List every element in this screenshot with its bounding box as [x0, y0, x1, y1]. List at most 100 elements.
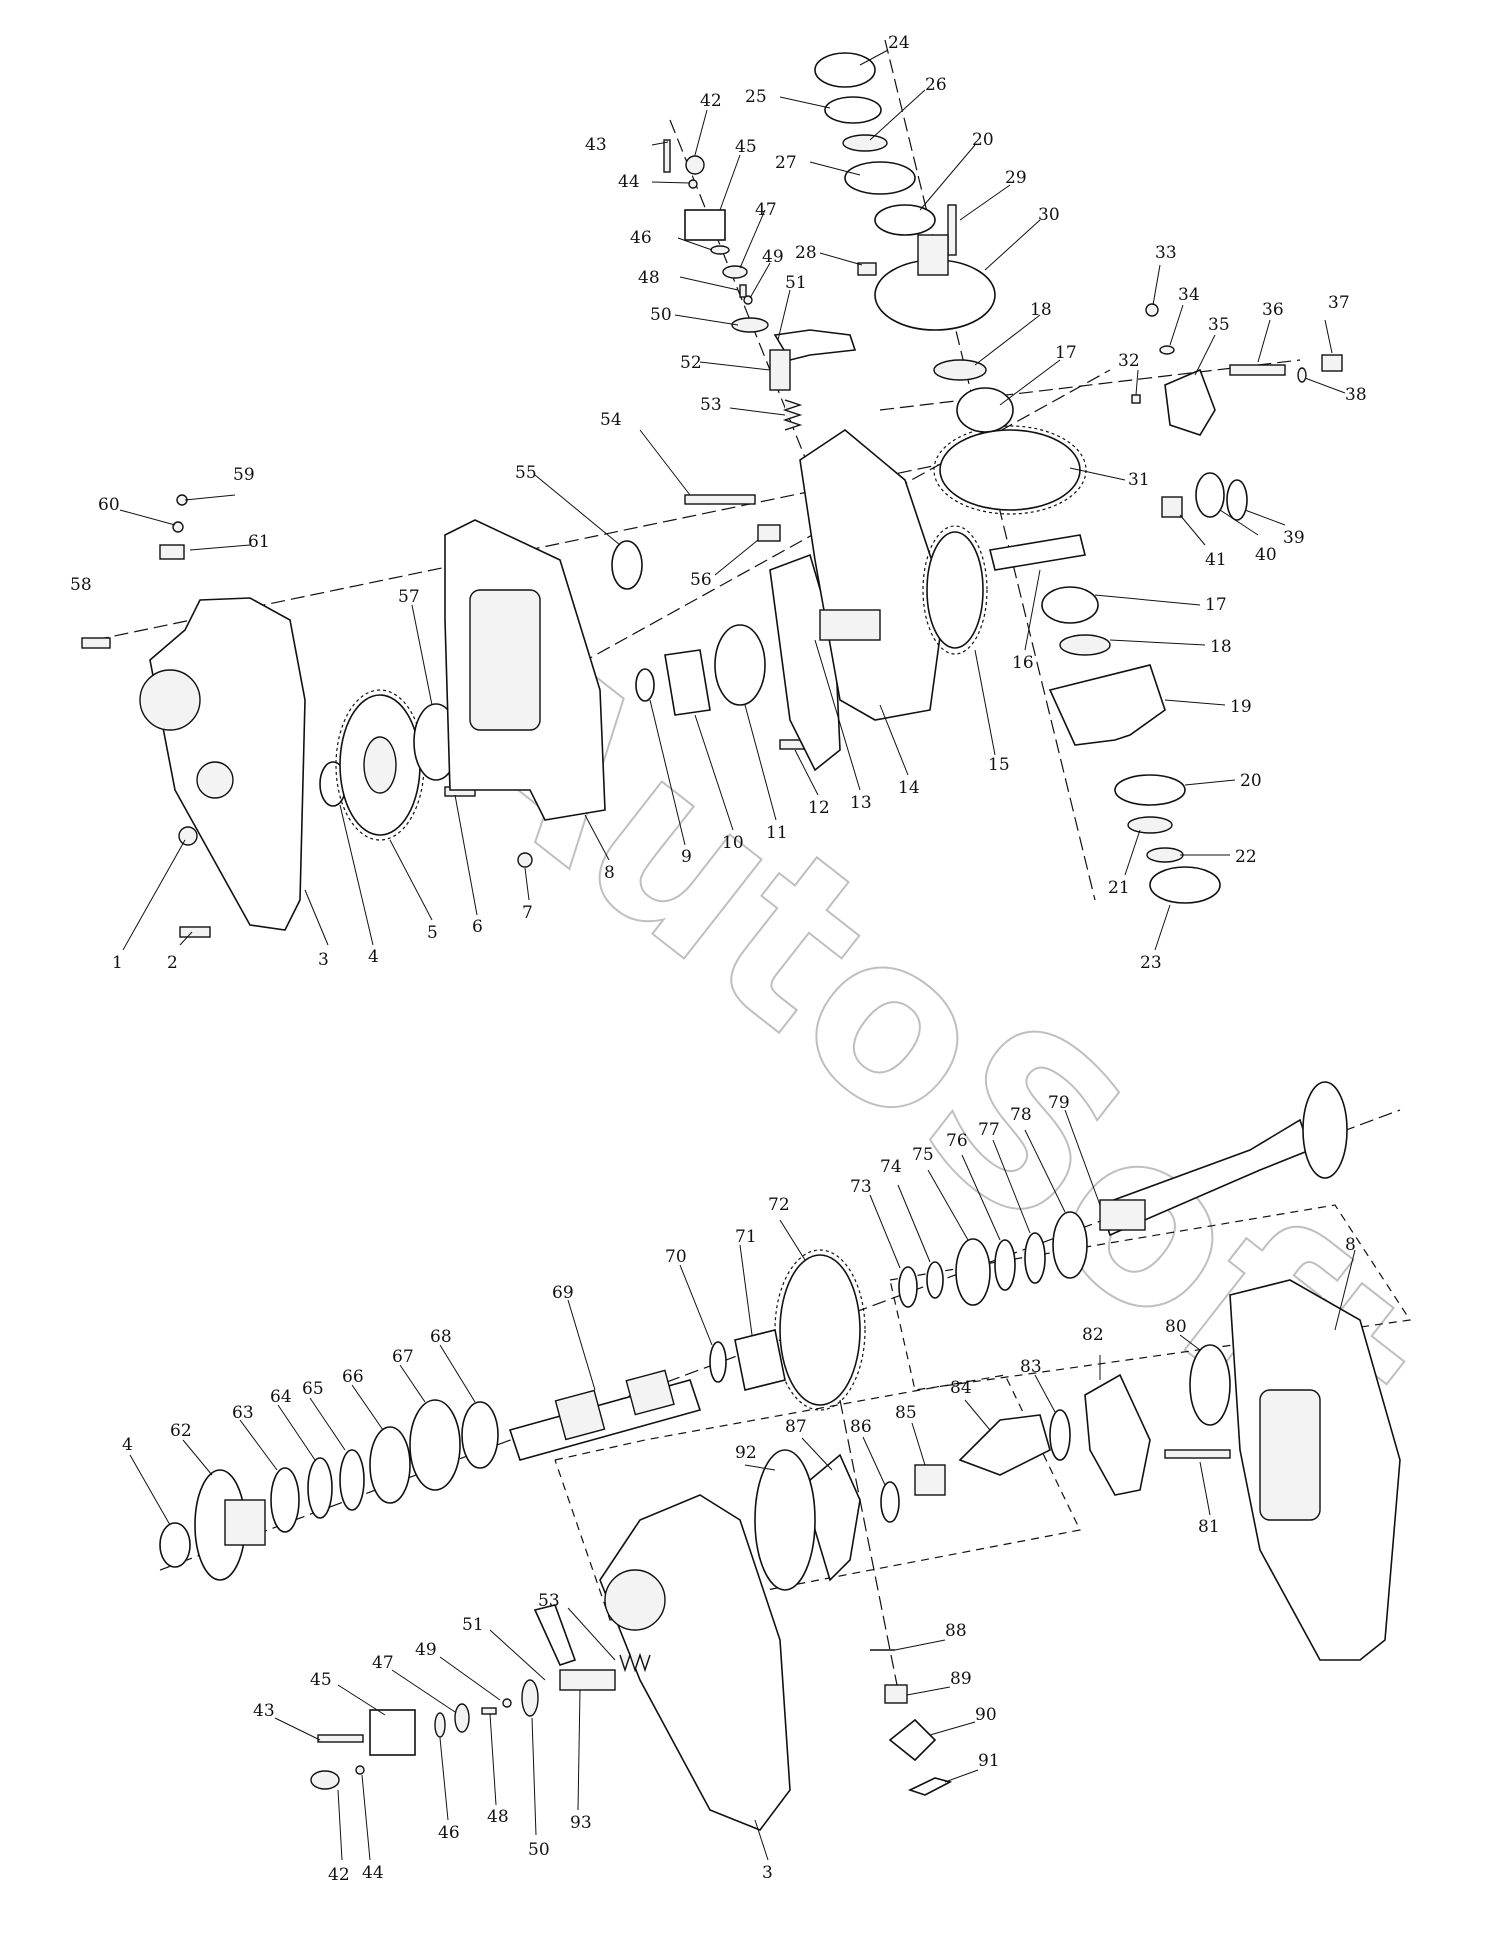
- callout-labels: 1 2 3 4 5 6 7 8 9 10 11 12 13 14 15 16 1…: [70, 33, 1367, 1885]
- leader-line: [439, 1737, 449, 1821]
- leader-line: [1152, 264, 1161, 306]
- thrust-washer: [1059, 634, 1111, 656]
- callout: 36: [1262, 300, 1284, 320]
- tone-ring: [824, 96, 882, 124]
- callout: 45: [310, 1670, 332, 1690]
- leader-line: [1219, 509, 1259, 536]
- leader-line: [869, 1194, 901, 1269]
- callout: 11: [766, 823, 788, 843]
- spider-shaft: [989, 534, 1086, 571]
- leader-line: [1324, 319, 1333, 354]
- axis-line: [94, 449, 1011, 641]
- leader-line: [859, 49, 889, 66]
- leader-line: [1024, 569, 1041, 651]
- callout: 30: [1038, 205, 1060, 225]
- bolt: [1229, 364, 1286, 376]
- callout: 8: [604, 863, 615, 883]
- callout: 93: [570, 1813, 592, 1833]
- leader-line: [304, 889, 329, 946]
- spacer: [994, 1239, 1016, 1291]
- callout: 25: [745, 87, 767, 107]
- callout: 46: [438, 1823, 460, 1843]
- washer: [172, 521, 184, 533]
- bearing: [874, 204, 936, 236]
- washer: [1127, 816, 1173, 834]
- leader-line: [1154, 904, 1171, 951]
- callout: 70: [665, 1247, 687, 1267]
- callout: 76: [946, 1131, 968, 1151]
- thrust-washer: [907, 1777, 953, 1796]
- leader-line: [122, 839, 186, 951]
- callout: 33: [1155, 243, 1177, 263]
- shift-fork: [1164, 368, 1216, 436]
- shift-shaft: [769, 349, 791, 391]
- seal: [722, 265, 748, 279]
- callout: 47: [755, 200, 777, 220]
- leader-line: [531, 1717, 537, 1836]
- callout: 35: [1208, 315, 1230, 335]
- side-gear: [1041, 586, 1099, 624]
- callout: 92: [735, 1443, 757, 1463]
- leader-line: [1024, 1129, 1066, 1213]
- dashed-group-box: [889, 1204, 1412, 1391]
- callout: 91: [978, 1751, 1000, 1771]
- callout: 39: [1283, 528, 1305, 548]
- leader-line: [974, 314, 1041, 366]
- callout: 27: [775, 153, 797, 173]
- leader-line: [439, 1344, 476, 1403]
- callout: 5: [427, 923, 438, 943]
- spring: [619, 1652, 651, 1673]
- callout: 86: [850, 1417, 872, 1437]
- bolt: [663, 139, 671, 173]
- callout: 77: [978, 1120, 1000, 1140]
- gear-cover: [1084, 1373, 1151, 1496]
- leader-line: [929, 1721, 976, 1736]
- callout: 17: [1055, 343, 1077, 363]
- leader-line: [869, 89, 926, 141]
- snap-ring: [339, 1449, 365, 1511]
- callout: 72: [768, 1195, 790, 1215]
- seal-ring: [1049, 1409, 1071, 1461]
- callout: 75: [912, 1145, 934, 1165]
- bevel-pinion: [958, 1414, 1051, 1476]
- callout: 45: [735, 137, 757, 157]
- tone-wheel: [461, 1401, 499, 1469]
- callout: 16: [1012, 653, 1034, 673]
- differential-case: [1048, 664, 1166, 746]
- leader-line: [1199, 1461, 1211, 1516]
- leader-line: [1164, 699, 1226, 706]
- leader-line: [309, 1397, 346, 1451]
- bushing: [1321, 354, 1343, 372]
- shaft-spline: [554, 1389, 606, 1441]
- leader-line: [454, 794, 478, 916]
- bearing: [955, 1238, 991, 1306]
- pinion-gear: [926, 531, 984, 649]
- callout: 28: [795, 243, 817, 263]
- callout: 50: [528, 1840, 550, 1860]
- spring: [782, 399, 803, 431]
- callout: 63: [232, 1403, 254, 1423]
- bolt: [1164, 1449, 1231, 1459]
- actuator-housing: [684, 209, 726, 241]
- callout: 69: [552, 1283, 574, 1303]
- callout: 53: [538, 1591, 560, 1611]
- plug-disc: [1226, 479, 1248, 521]
- plug: [178, 826, 198, 846]
- leader-line: [439, 1656, 501, 1701]
- leader-line: [182, 1439, 213, 1476]
- callout: 3: [318, 950, 329, 970]
- o-ring: [434, 1712, 446, 1738]
- gear-ring: [754, 1449, 816, 1591]
- callout: 23: [1140, 953, 1162, 973]
- pin: [739, 284, 747, 298]
- washer: [926, 1261, 944, 1299]
- pin: [1131, 394, 1141, 404]
- transfer-gear: [779, 1254, 861, 1406]
- leader-line: [337, 1684, 386, 1716]
- pinion-shaft: [917, 234, 949, 276]
- callout: 54: [600, 410, 622, 430]
- plug: [517, 852, 533, 868]
- leader-line: [719, 154, 741, 211]
- leader-line: [1244, 509, 1286, 526]
- callout: 67: [392, 1347, 414, 1367]
